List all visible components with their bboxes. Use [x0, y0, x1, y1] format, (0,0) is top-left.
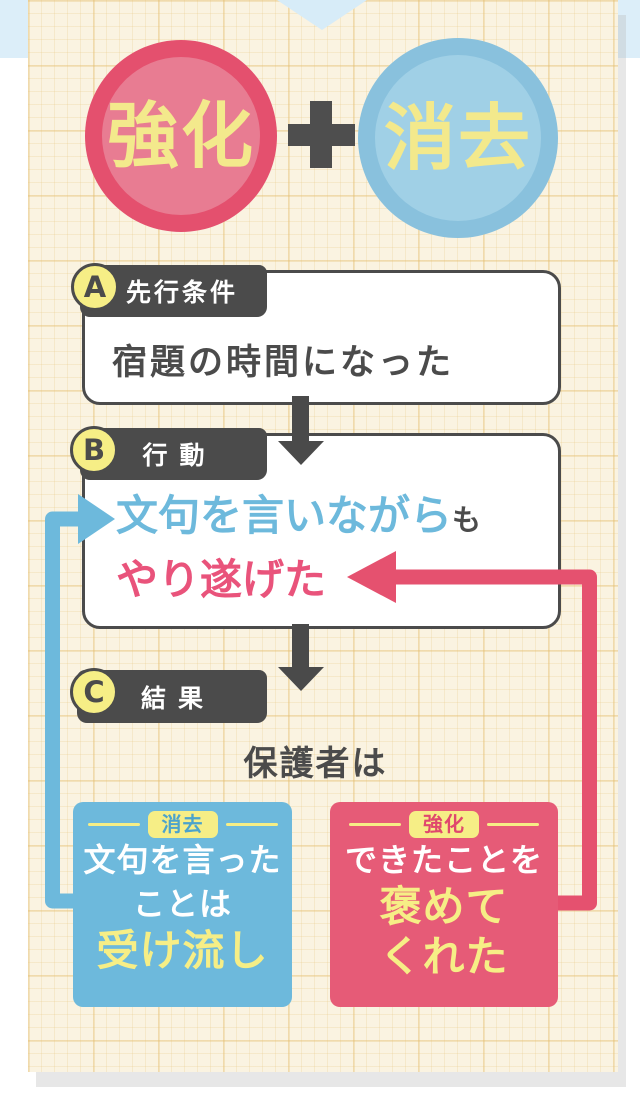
behavior-text: 文句を言いながらも やり遂げた [116, 488, 481, 616]
antecedent-text: 宿題の時間になった [112, 343, 455, 383]
reinforcement-outcome-card: 強化 できたことを 褒めて くれた [330, 802, 558, 1007]
antecedent-tab-label: 先行条件 [126, 278, 239, 307]
extinction-line-3: 受け流し [96, 926, 269, 975]
behavior-tab-label: 行動 [142, 441, 217, 470]
step-c-badge: C [70, 668, 118, 716]
reinforcement-circle: 強化 [85, 40, 277, 232]
extinction-outcome-card: 消去 文句を言った ことは 受け流し [73, 802, 292, 1007]
extinction-circle-inner: 消去 [375, 55, 541, 221]
extinction-line-2: ことは [132, 885, 232, 923]
badge-line-left [349, 823, 401, 826]
behavior-text-complaining: 文句を言いながら [116, 491, 453, 540]
reinforcement-circle-label: 強化 [106, 94, 255, 178]
result-tab-label: 結果 [140, 683, 215, 713]
badge-line-right [225, 823, 278, 826]
reinforcement-line-3: くれた [379, 932, 509, 981]
extinction-line-1: 文句を言った [83, 841, 282, 879]
step-a-badge: A [71, 263, 119, 311]
extinction-circle: 消去 [358, 38, 558, 238]
behavior-text-accomplished: やり遂げた [116, 555, 327, 604]
extinction-badge-row: 消去 [87, 811, 278, 838]
behavior-text-suffix: も [452, 503, 482, 537]
reinforcement-circle-inner: 強化 [102, 57, 260, 215]
reinforcement-line-1: できたことを [344, 841, 543, 879]
result-text: 保護者は [243, 744, 388, 784]
badge-line-right [487, 823, 539, 826]
reinforcement-line-2: 褒めて [379, 882, 509, 931]
badge-line-left [87, 823, 140, 826]
reinforcement-badge: 強化 [409, 811, 479, 838]
extinction-badge: 消去 [147, 811, 218, 838]
step-b-badge: B [70, 426, 118, 474]
reinforcement-badge-row: 強化 [349, 811, 539, 838]
extinction-circle-label: 消去 [383, 96, 532, 180]
section-chevron-down-icon [277, 0, 367, 30]
